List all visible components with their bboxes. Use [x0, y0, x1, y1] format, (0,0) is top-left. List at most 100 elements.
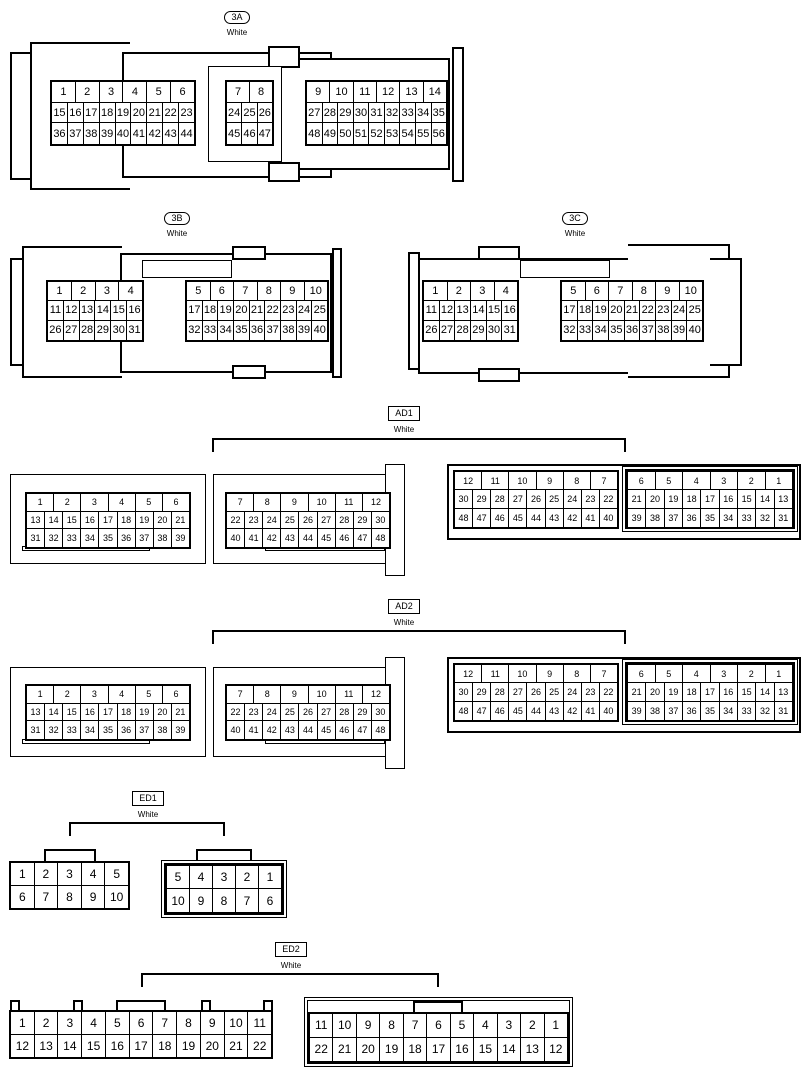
pin-cell: 20 [646, 490, 665, 509]
pin-cell: 42 [563, 701, 582, 720]
pin-cell: 40 [312, 320, 328, 340]
pin-cell: 35 [99, 529, 118, 548]
connector-ed2-tab [201, 1000, 211, 1012]
pin-cell: 1 [765, 665, 792, 684]
pin-cell: 47 [473, 701, 492, 720]
pin-cell: 5 [450, 1014, 475, 1038]
pin-cell: 6 [628, 472, 656, 491]
pin-cell: 37 [664, 701, 683, 720]
pin-cell: 26 [527, 490, 546, 509]
pin-cell: 14 [95, 301, 112, 321]
pin-cell: 3 [710, 665, 738, 684]
pin-cell: 19 [177, 1034, 201, 1057]
pin-cell: 1 [424, 282, 448, 302]
pin-cell: 16 [127, 301, 142, 321]
pin-cell: 48 [307, 123, 323, 145]
connector-ed1-bracket [69, 822, 225, 836]
pin-cell: 46 [335, 721, 354, 740]
pin-cell: 2 [34, 863, 59, 886]
pin-cell: 3 [95, 282, 120, 302]
connector-ed1-key-left [44, 849, 96, 863]
pin-cell: 2 [54, 686, 82, 704]
pin-cell: 13 [27, 511, 46, 530]
pin-cell: 37 [265, 320, 282, 340]
pin-cell: 18 [153, 1034, 178, 1057]
pin-cell: 36 [624, 320, 641, 340]
pin-cell: 39 [296, 320, 313, 340]
pin-cell: 6 [585, 282, 609, 302]
pin-cell: 10 [167, 889, 190, 912]
pin-cell: 22 [599, 490, 617, 509]
pin-cell: 29 [353, 511, 372, 530]
connector-3c-key-top [478, 246, 520, 260]
pin-cell: 38 [656, 320, 672, 340]
pin-cell: 8 [257, 282, 281, 302]
pin-cell: 17 [99, 511, 118, 530]
pin-cell: 2 [34, 1012, 59, 1035]
pin-cell: 6 [162, 686, 190, 704]
pin-cell: 20 [153, 511, 172, 530]
pin-cell: 14 [45, 703, 64, 722]
pin-cell: 26 [48, 320, 64, 340]
pin-cell: 6 [171, 82, 194, 103]
pin-cell: 13 [27, 703, 46, 722]
pin-cell: 21 [628, 490, 647, 509]
connector-3a-color: White [226, 28, 248, 37]
pin-cell: 43 [281, 529, 300, 548]
pin-cell: 42 [563, 508, 582, 527]
pin-cell: 13 [521, 1037, 545, 1061]
pin-cell: 10 [333, 1014, 357, 1038]
pin-cell: 14 [497, 1037, 522, 1061]
pin-cell: 7 [609, 282, 633, 302]
pin-cell: 29 [353, 703, 372, 722]
pin-cell: 5 [655, 472, 683, 491]
pin-cell: 38 [646, 701, 665, 720]
pin-cell: 22 [599, 683, 617, 702]
pin-cell: 16 [450, 1037, 475, 1061]
connector-ed2-tab [263, 1000, 273, 1012]
pin-cell: 41 [245, 721, 264, 740]
pin-cell: 33 [577, 320, 594, 340]
pin-cell: 11 [335, 686, 363, 704]
pin-cell: 5 [655, 665, 683, 684]
pin-cell: 15 [737, 490, 757, 509]
pin-cell: 32 [45, 721, 64, 740]
pin-cell: 11 [424, 301, 440, 321]
pin-cell: 4 [683, 472, 711, 491]
pin-cell: 6 [162, 494, 190, 512]
pin-cell: 17 [83, 102, 100, 124]
pin-cell: 39 [99, 123, 116, 145]
pin-cell: 54 [400, 123, 416, 145]
connector-ed2-tab [10, 1000, 20, 1012]
pin-cell: 38 [153, 721, 172, 740]
pin-cell: 31 [27, 721, 46, 740]
pin-cell: 44 [299, 721, 318, 740]
pin-cell: 30 [371, 511, 389, 530]
connector-ed2-bracket [141, 973, 439, 987]
pin-cell: 37 [640, 320, 657, 340]
pin-cell: 19 [135, 511, 154, 530]
pin-cell: 4 [108, 494, 136, 512]
pin-cell: 15 [63, 511, 82, 530]
pin-cell: 40 [227, 529, 246, 548]
pin-cell: 17 [187, 301, 203, 321]
